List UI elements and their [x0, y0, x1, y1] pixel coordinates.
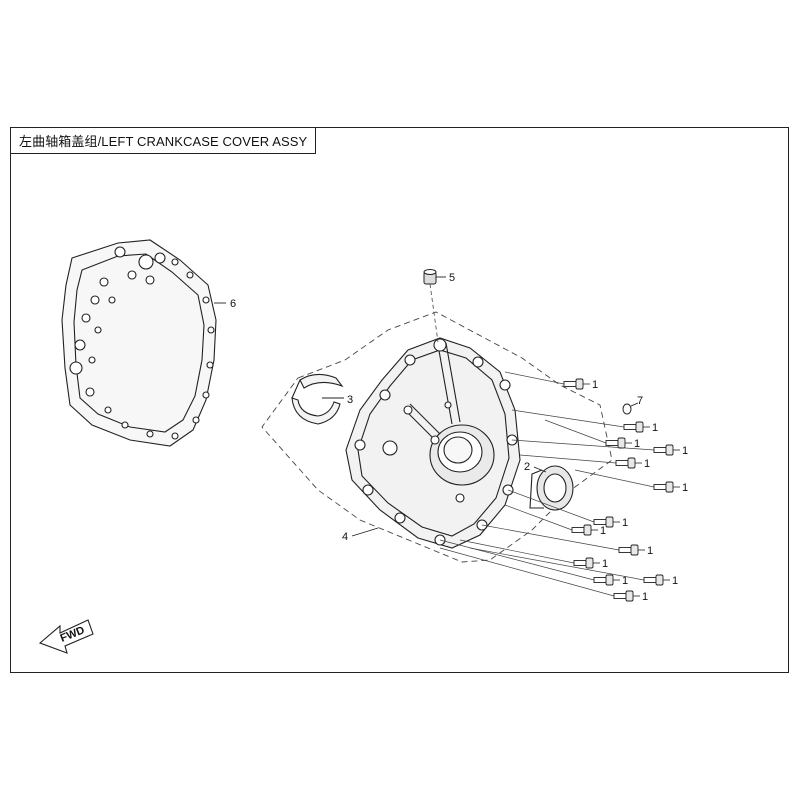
bolt-head[interactable] — [583, 524, 592, 536]
bolt-head[interactable] — [665, 481, 674, 493]
callout-4[interactable]: 4 — [342, 531, 348, 543]
bolt-shaft[interactable] — [605, 440, 619, 446]
callout-1[interactable]: 1 — [622, 575, 628, 587]
callout-1[interactable]: 1 — [642, 591, 648, 603]
bolt-guide-line — [504, 504, 573, 531]
bolt-head[interactable] — [665, 444, 674, 456]
bolt-shaft[interactable] — [618, 547, 632, 553]
oil-seal-part-2[interactable] — [529, 465, 574, 511]
callout-1[interactable]: 1 — [647, 545, 653, 557]
diagram-title: 左曲轴箱盖组/LEFT CRANKCASE COVER ASSY — [10, 127, 317, 154]
bolt-guide-line — [519, 454, 617, 464]
bolt-head[interactable] — [605, 574, 614, 586]
callout-1[interactable]: 1 — [634, 438, 640, 450]
drawing-frame — [10, 127, 789, 673]
bolt-shaft[interactable] — [593, 577, 607, 583]
bolt-guide-line — [511, 409, 625, 428]
callout-1[interactable]: 1 — [602, 558, 608, 570]
bolt-head[interactable] — [585, 557, 594, 569]
gasket-part-6[interactable] — [61, 239, 217, 447]
bolt-guide-line — [504, 371, 565, 385]
bolt-head[interactable] — [617, 437, 626, 449]
callout-1[interactable]: 1 — [682, 445, 688, 457]
bolt-head[interactable] — [630, 544, 639, 556]
callout-3[interactable]: 3 — [347, 394, 353, 406]
bolt-head[interactable] — [575, 378, 584, 390]
bolt-shaft[interactable] — [593, 519, 607, 525]
washer-part-7[interactable] — [622, 403, 632, 415]
bolt-head[interactable] — [655, 574, 664, 586]
bolt-shaft[interactable] — [613, 593, 627, 599]
fwd-arrow-icon: FWD — [38, 619, 94, 654]
leader-line-2 — [533, 466, 547, 473]
bolt-guide-line — [469, 547, 645, 581]
bolt-head[interactable] — [605, 516, 614, 528]
bolt-guide-line — [544, 419, 607, 444]
leader-line-7 — [630, 402, 639, 407]
bolts-part-1[interactable] — [439, 371, 674, 602]
callout-1[interactable]: 1 — [600, 525, 606, 537]
bolt-shaft[interactable] — [653, 484, 667, 490]
bolt-guide-line — [459, 539, 575, 564]
bolt-guide-line — [439, 539, 595, 581]
bolt-head[interactable] — [635, 421, 644, 433]
bolt-guide-line — [481, 524, 620, 551]
callout-5[interactable]: 5 — [449, 272, 455, 284]
leader-line-4 — [351, 527, 379, 537]
bolt-guide-line — [439, 547, 615, 597]
bolt-shaft[interactable] — [615, 460, 629, 466]
bolt-head[interactable] — [627, 457, 636, 469]
callout-1[interactable]: 1 — [682, 482, 688, 494]
callout-1[interactable]: 1 — [672, 575, 678, 587]
bolt-shaft[interactable] — [563, 381, 577, 387]
bearing-part-3[interactable] — [291, 373, 344, 425]
callout-6[interactable]: 6 — [230, 298, 236, 310]
guide-line-5 — [429, 283, 439, 343]
bolt-guide-line — [574, 469, 655, 488]
diagram-title-text: 左曲轴箱盖组/LEFT CRANKCASE COVER ASSY — [19, 134, 308, 149]
bolt-head[interactable] — [625, 590, 634, 602]
callout-7[interactable]: 7 — [637, 395, 643, 407]
plug-part-5[interactable] — [423, 269, 437, 285]
callout-2[interactable]: 2 — [524, 461, 530, 473]
bolt-shaft[interactable] — [623, 424, 637, 430]
callout-1[interactable]: 1 — [592, 379, 598, 391]
crankcase-cover-part-4[interactable] — [345, 337, 521, 549]
callout-1[interactable]: 1 — [652, 422, 658, 434]
bolt-shaft[interactable] — [653, 447, 667, 453]
group-outline — [261, 311, 613, 563]
callout-1[interactable]: 1 — [622, 517, 628, 529]
bolt-shaft[interactable] — [643, 577, 657, 583]
bolt-shaft[interactable] — [573, 560, 587, 566]
callout-1[interactable]: 1 — [644, 458, 650, 470]
bolt-shaft[interactable] — [571, 527, 585, 533]
bolt-guide-line — [511, 439, 655, 451]
bolt-guide-line — [507, 489, 595, 523]
